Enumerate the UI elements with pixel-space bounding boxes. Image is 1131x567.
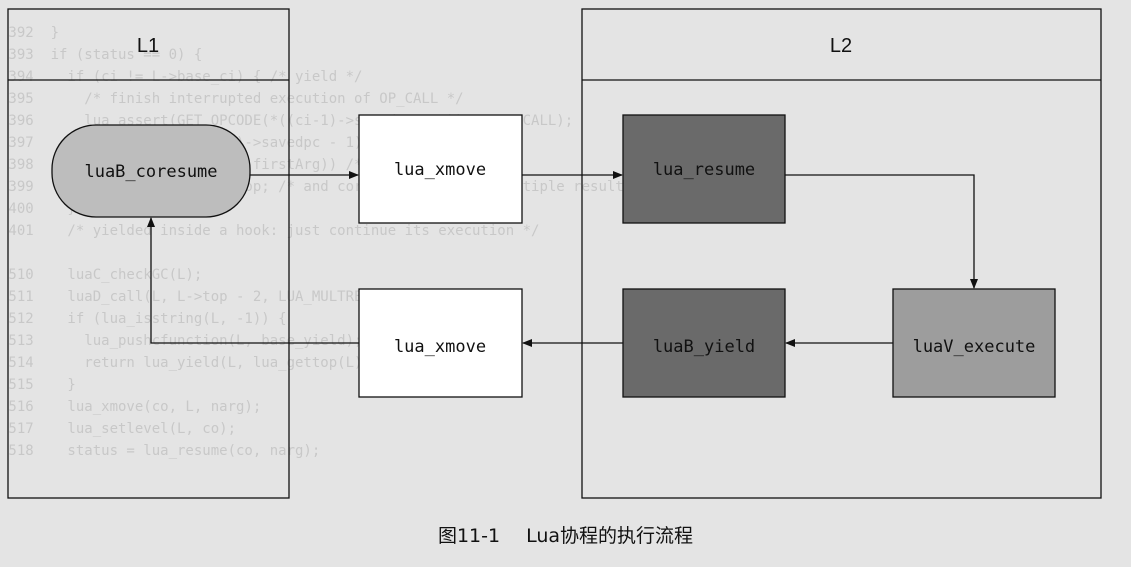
lane-l1: L1	[7, 8, 290, 499]
figure-caption: 图11-1 Lua协程的执行流程	[0, 521, 1131, 548]
arrow-resume-to-execute	[785, 174, 978, 289]
figure-number: 图11-1	[437, 525, 501, 547]
lane-l1-label: L1	[137, 35, 159, 57]
box-luav-execute: luaV_execute	[892, 288, 1056, 398]
box-luab-coresume-label: luaB_coresume	[84, 162, 217, 182]
box-lua-xmove-top-label: lua_xmove	[394, 160, 486, 180]
figure-title: Lua协程的执行流程	[526, 525, 694, 547]
box-lua-xmove-top: lua_xmove	[358, 114, 523, 224]
box-luab-yield: luaB_yield	[622, 288, 786, 398]
arrow-xmove-to-coresume	[147, 217, 359, 344]
box-luab-yield-label: luaB_yield	[653, 337, 755, 357]
lane-l2-label: L2	[830, 35, 852, 57]
box-luav-execute-label: luaV_execute	[913, 337, 1036, 357]
box-lua-xmove-bottom-label: lua_xmove	[394, 337, 486, 357]
lane-l2: L2	[581, 8, 1102, 499]
box-lua-resume: lua_resume	[622, 114, 786, 224]
box-lua-resume-label: lua_resume	[653, 160, 755, 180]
box-lua-xmove-bottom: lua_xmove	[358, 288, 523, 398]
box-luab-coresume: luaB_coresume	[51, 124, 251, 218]
